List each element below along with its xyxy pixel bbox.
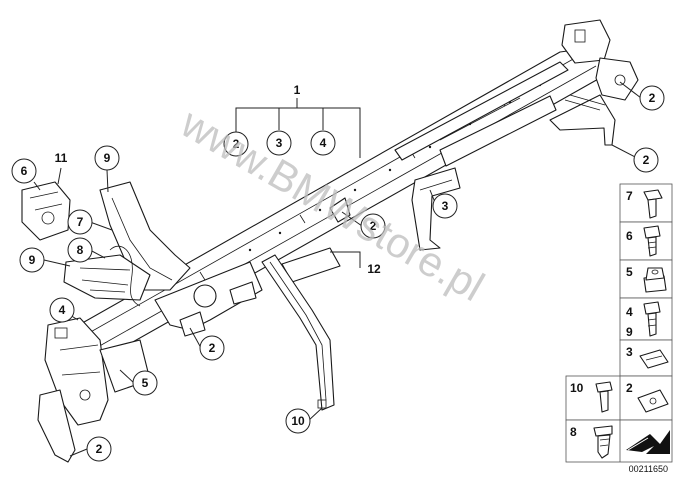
svg-text:7: 7 [77, 215, 84, 229]
hex-bolt-long-icon [643, 301, 661, 337]
callout-6-left: 6 [11, 158, 37, 184]
steering-column-strut [261, 254, 335, 411]
direction-arrow-icon [626, 430, 670, 454]
flange-bolt-icon [643, 189, 663, 219]
svg-text:4: 4 [626, 305, 633, 319]
callout-7-left: 7 [67, 209, 93, 235]
left-brace [63, 181, 191, 307]
svg-text:3: 3 [626, 345, 633, 359]
callout-3-right: 3 [432, 193, 458, 219]
svg-text:2: 2 [233, 137, 240, 151]
legend-row-8-arrow: 8 [565, 419, 673, 463]
callout-5-left: 5 [132, 370, 158, 396]
svg-text:7: 7 [626, 189, 633, 203]
side-bracket-assembly [21, 181, 71, 241]
callout-4-left: 4 [49, 297, 75, 323]
callout-10-bottom: 10 [285, 408, 311, 434]
flange-nut-icon [643, 267, 667, 293]
svg-text:3: 3 [442, 199, 449, 213]
expanding-rivet-icon [595, 381, 613, 413]
svg-text:5: 5 [142, 376, 149, 390]
svg-text:4: 4 [59, 303, 66, 317]
svg-text:8: 8 [77, 243, 84, 257]
svg-text:9: 9 [29, 253, 36, 267]
legend-row-7: 7 [619, 183, 673, 223]
callout-2-center: 2 [360, 213, 386, 239]
callout-2-bottom-left: 2 [86, 436, 112, 462]
center-clip-bracket [329, 197, 351, 223]
fastener-legend: 7 6 5 [565, 183, 673, 474]
svg-text:2: 2 [370, 219, 377, 233]
legend-row-3: 3 [619, 339, 673, 377]
svg-text:2: 2 [649, 91, 656, 105]
callout-group-header: 1 2 3 4 [223, 83, 336, 157]
callout-group-child-3: 4 [310, 130, 336, 156]
legend-row-5: 5 [619, 259, 673, 299]
legend-row-10-2: 10 2 [565, 375, 673, 421]
callout-2-right-top: 2 [639, 85, 665, 111]
callout-11: 11 [55, 151, 68, 165]
svg-text:2: 2 [643, 153, 650, 167]
svg-text:5: 5 [626, 265, 633, 279]
callout-9-left: 9 [19, 247, 45, 273]
svg-text:8: 8 [570, 425, 577, 439]
clip-nut-icon [637, 389, 669, 413]
svg-text:10: 10 [570, 381, 584, 395]
spring-clip-icon [639, 349, 669, 369]
callout-group-child-1: 2 [223, 131, 249, 157]
callout-2-right-bottom: 2 [633, 147, 659, 173]
callout-2-lower-mid: 2 [199, 335, 225, 361]
svg-text:9: 9 [104, 151, 111, 165]
svg-text:2: 2 [209, 341, 216, 355]
right-end-bracket [549, 19, 639, 146]
svg-text:9: 9 [626, 325, 633, 339]
svg-text:6: 6 [626, 229, 633, 243]
callout-8-left: 8 [67, 237, 93, 263]
svg-text:3: 3 [276, 136, 283, 150]
central-bracket [154, 261, 263, 337]
svg-text:6: 6 [21, 164, 28, 178]
svg-text:2: 2 [96, 442, 103, 456]
reference-number: 00211650 [629, 464, 668, 474]
svg-text:2: 2 [626, 381, 633, 395]
plastic-rivet-icon [593, 425, 613, 459]
legend-row-6: 6 [619, 221, 673, 261]
hex-bolt-icon [643, 225, 661, 257]
svg-text:4: 4 [320, 136, 327, 150]
legend-row-4-9: 4 9 [619, 297, 673, 341]
svg-text:10: 10 [291, 414, 305, 428]
group-label: 1 [294, 83, 301, 97]
cross-car-beam [69, 47, 604, 357]
callout-group-child-2: 3 [266, 130, 292, 156]
callout-9-top: 9 [94, 145, 120, 171]
callout-12: 12 [367, 262, 381, 276]
right-support-bracket [411, 167, 461, 251]
